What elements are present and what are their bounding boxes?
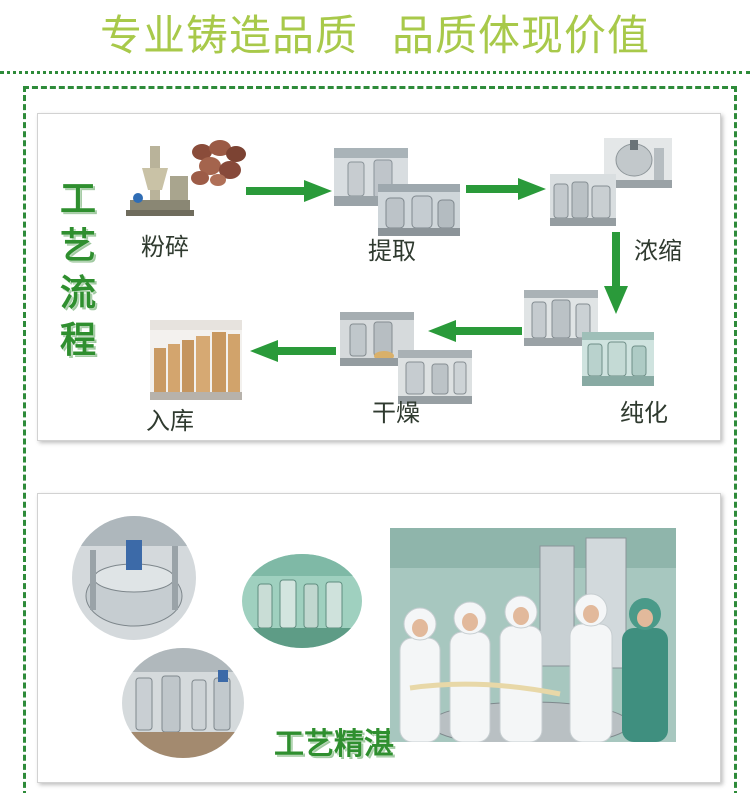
process-panel: 工 艺 流 程 粉碎 bbox=[37, 113, 721, 441]
drying-photo-1 bbox=[340, 312, 414, 366]
arrow-right-icon bbox=[246, 180, 332, 202]
arrow-down-icon bbox=[604, 232, 628, 314]
purification-photo-2 bbox=[582, 332, 654, 386]
workshop-circle-photo bbox=[242, 554, 362, 648]
craft-title: 工艺精湛 bbox=[274, 727, 394, 762]
raw-material-photo bbox=[188, 138, 250, 188]
process-title: 工 艺 流 程 bbox=[56, 176, 100, 364]
drying-photo-2 bbox=[398, 350, 472, 404]
dashed-frame bbox=[23, 86, 737, 793]
warehouse-photo bbox=[150, 320, 242, 400]
step-label-extraction: 提取 bbox=[368, 237, 416, 265]
craft-panel: 工艺精湛 bbox=[37, 493, 721, 783]
concentration-photo-2 bbox=[550, 174, 616, 226]
reactor-circle-photo bbox=[72, 516, 196, 640]
equipment-circle-photo bbox=[122, 648, 244, 758]
step-label-drying: 干燥 bbox=[372, 399, 420, 427]
step-label-grinding: 粉碎 bbox=[141, 233, 189, 261]
arrow-left-icon bbox=[428, 320, 522, 342]
process-title-char: 工 bbox=[59, 179, 96, 220]
arrow-right-icon bbox=[466, 178, 546, 200]
step-label-concentration: 浓缩 bbox=[634, 237, 682, 265]
dotted-divider bbox=[0, 71, 750, 74]
process-title-char: 艺 bbox=[59, 226, 96, 267]
step-label-warehouse: 入库 bbox=[146, 407, 194, 435]
grinder-photo bbox=[120, 138, 200, 224]
process-title-char: 流 bbox=[59, 273, 96, 314]
headline-right: 品质体现价值 bbox=[392, 11, 651, 60]
step-label-purification: 纯化 bbox=[620, 399, 668, 427]
extraction-photo-1 bbox=[334, 148, 408, 206]
arrow-left-icon bbox=[250, 340, 336, 362]
page-headline: 专业铸造品质品质体现价值 bbox=[0, 8, 750, 64]
headline-left: 专业铸造品质 bbox=[99, 11, 358, 60]
extraction-photo-2 bbox=[378, 184, 460, 236]
cleanroom-team-photo bbox=[390, 528, 676, 742]
process-title-char: 程 bbox=[59, 320, 96, 361]
